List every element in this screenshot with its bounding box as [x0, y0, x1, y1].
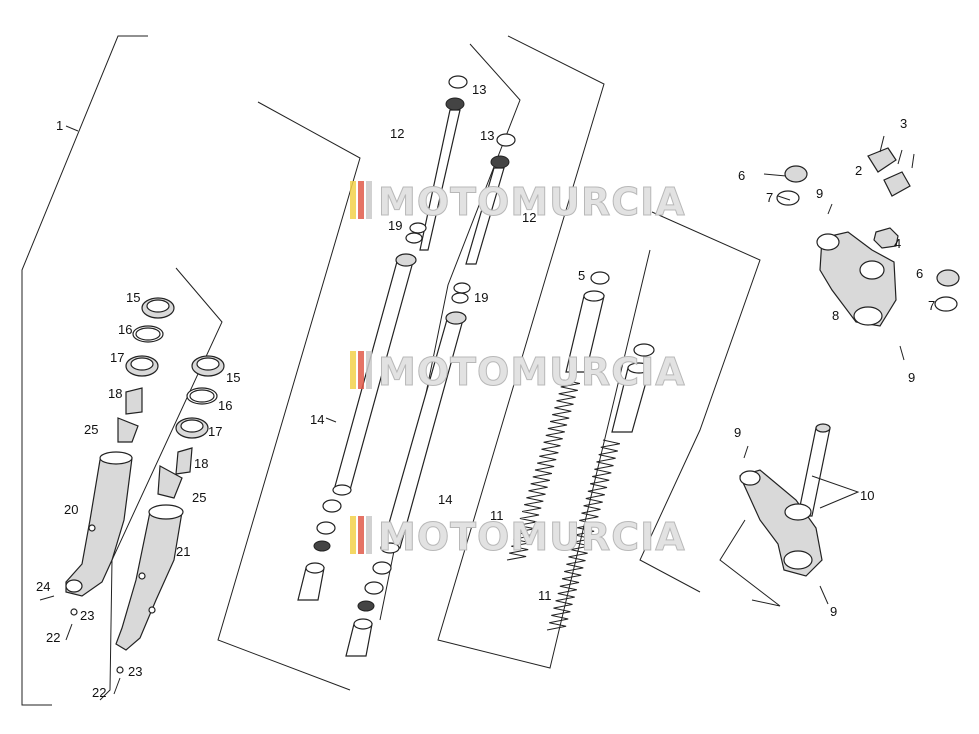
callout-13a: 13: [472, 82, 486, 97]
seal-stack-right: [157, 355, 225, 499]
seal-stack-left: [117, 297, 175, 443]
callout-5: 5: [578, 268, 585, 283]
outer-leg-right: [115, 504, 184, 651]
watermark-stripe: [358, 351, 364, 389]
callout-22a: 22: [46, 630, 60, 645]
callout-16a: 16: [118, 322, 132, 337]
callout-1: 1: [56, 118, 79, 133]
callout-3: 3: [900, 116, 907, 131]
callout-11a: 11: [490, 508, 504, 523]
callouts: 2 3 4 5 6 6 7 7 8 9 9 9 9 10 11 11 12 12…: [36, 82, 935, 700]
watermark-logo: MOTOMURCIA: [350, 180, 686, 225]
callout-12a: 12: [390, 126, 404, 141]
watermark-stripe: [350, 181, 356, 219]
upper-triple-clamp: [763, 135, 960, 361]
watermark: MOTOMURCIA MOTOMURCIA MOTOMURCIA: [350, 180, 686, 560]
inner-tubes: [325, 253, 467, 554]
watermark-stripe: [366, 516, 372, 554]
group-frames: [21, 35, 781, 706]
frame-inner-tubes: [217, 101, 361, 691]
watermark-text: MOTOMURCIA: [378, 180, 686, 224]
svg-text:1: 1: [56, 118, 63, 133]
watermark-stripe: [350, 516, 356, 554]
callout-20: 20: [64, 502, 78, 517]
callout-19b: 19: [474, 290, 488, 305]
callout-7a: 7: [766, 190, 773, 205]
watermark-stripe: [366, 351, 372, 389]
cartridges: [405, 75, 516, 304]
lower-triple-clamp: [739, 423, 860, 605]
callout-6a: 6: [738, 168, 745, 183]
frame-spring-small: [639, 211, 761, 593]
callout-9b: 9: [908, 370, 915, 385]
callout-23a: 23: [80, 608, 94, 623]
callout-18a: 18: [108, 386, 122, 401]
callout-24: 24: [36, 579, 50, 594]
callout-14a: 14: [310, 412, 324, 427]
callout-25a: 25: [84, 422, 98, 437]
screws-lower: [39, 595, 124, 695]
watermark-text: MOTOMURCIA: [378, 350, 686, 394]
watermark-logo: MOTOMURCIA: [350, 515, 686, 560]
callout-21: 21: [176, 544, 190, 559]
callout-4: 4: [894, 236, 901, 251]
callout-11b: 11: [538, 588, 552, 603]
callout-12b: 12: [522, 210, 536, 225]
springs: [506, 271, 655, 631]
watermark-stripe: [350, 351, 356, 389]
watermark-text: MOTOMURCIA: [378, 515, 686, 559]
outer-leg-left: [65, 451, 133, 597]
callout-16b: 16: [218, 398, 232, 413]
callout-23b: 23: [128, 664, 142, 679]
callout-9c: 9: [734, 425, 741, 440]
callout-9d: 9: [830, 604, 837, 619]
callout-2: 2: [855, 163, 862, 178]
callout-15b: 15: [226, 370, 240, 385]
callout-7b: 7: [928, 298, 935, 313]
watermark-stripe: [358, 181, 364, 219]
callout-10: 10: [860, 488, 874, 503]
bushings-right: [345, 561, 392, 657]
callout-9a: 9: [816, 186, 823, 201]
callout-18b: 18: [194, 456, 208, 471]
callout-6b: 6: [916, 266, 923, 281]
callout-22b: 22: [92, 685, 106, 700]
callout-14b: 14: [438, 492, 452, 507]
callout-8: 8: [832, 308, 839, 323]
watermark-logo: MOTOMURCIA: [350, 350, 686, 395]
callout-17b: 17: [208, 424, 222, 439]
watermark-stripe: [358, 516, 364, 554]
callout-25b: 25: [192, 490, 206, 505]
frame-lower-crown: [719, 519, 781, 607]
bushings-left: [297, 499, 342, 601]
watermark-stripe: [366, 181, 372, 219]
callout-19a: 19: [388, 218, 402, 233]
callout-17a: 17: [110, 350, 124, 365]
callout-15a: 15: [126, 290, 140, 305]
callout-13b: 13: [480, 128, 494, 143]
frame-fork-assembly: [21, 35, 148, 706]
